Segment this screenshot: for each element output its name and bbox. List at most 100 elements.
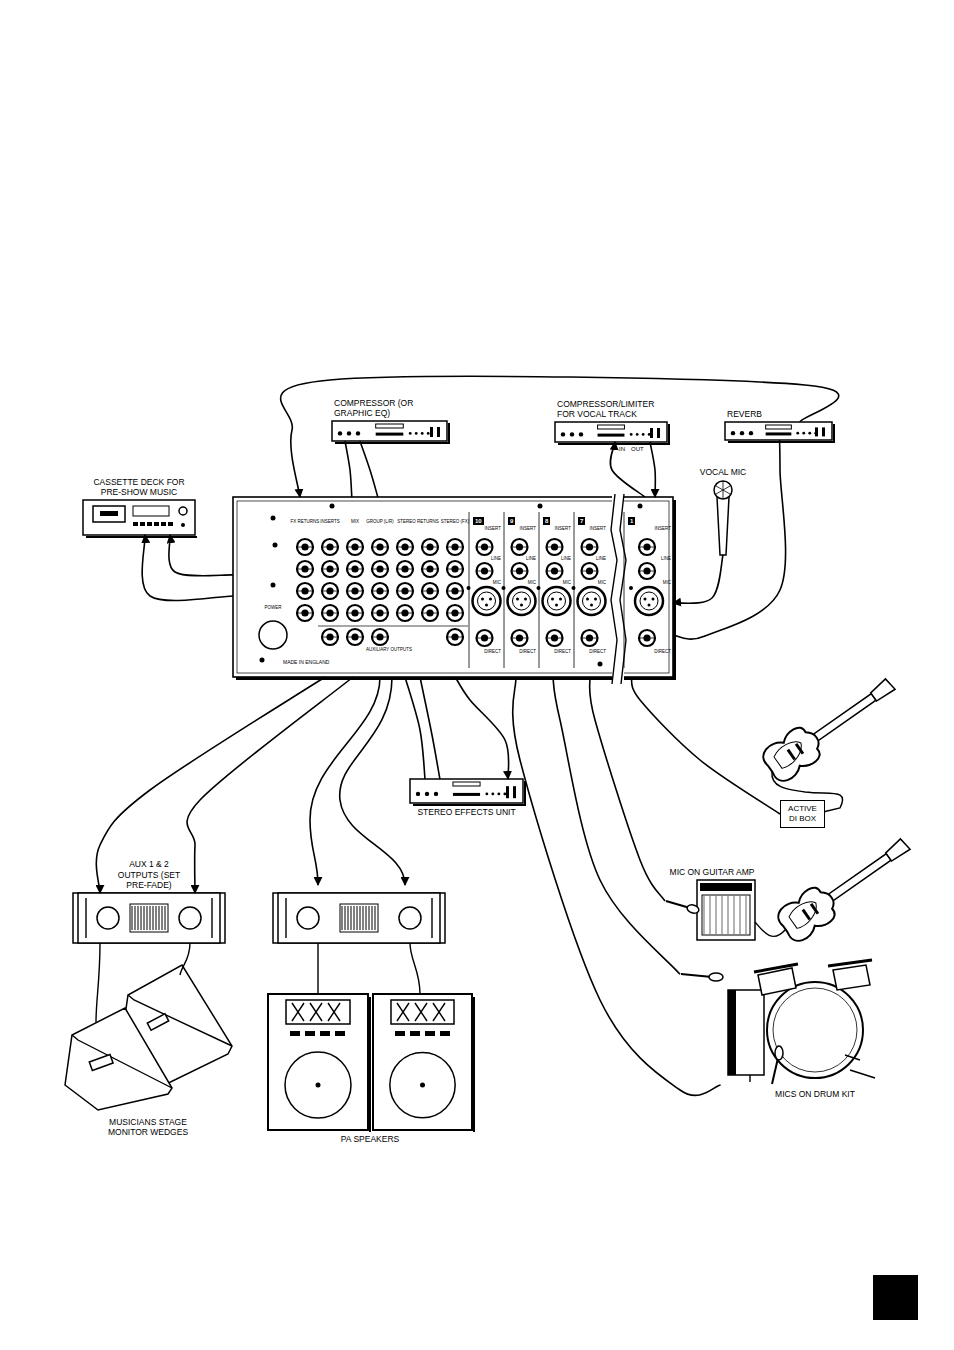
guitar-body xyxy=(774,881,843,945)
panel-label: STEREO (FX) xyxy=(441,520,470,525)
knob xyxy=(356,431,360,435)
grille-slot xyxy=(162,906,163,930)
cassette-window xyxy=(100,511,118,516)
panel-label: GROUP (L/R) xyxy=(366,520,394,525)
jack-socket xyxy=(447,561,463,577)
grille-slot xyxy=(348,906,349,930)
amp-body xyxy=(278,893,440,943)
jack-socket xyxy=(397,539,413,555)
grille-line xyxy=(728,896,729,934)
knob xyxy=(347,431,351,435)
switch xyxy=(650,428,653,438)
jack-socket xyxy=(447,583,463,599)
xlr-inner xyxy=(640,592,658,610)
display xyxy=(766,425,792,429)
cable-connector xyxy=(513,677,721,1095)
divider xyxy=(318,626,468,627)
grille-slot xyxy=(138,906,139,930)
jack-socket xyxy=(512,630,528,646)
grille-slot xyxy=(135,906,136,930)
screw xyxy=(638,504,643,509)
jack-socket xyxy=(512,539,528,555)
latch xyxy=(572,586,576,590)
pa-cable xyxy=(340,677,405,885)
amp-mic xyxy=(686,904,700,915)
mic-body xyxy=(717,497,729,555)
cymbal xyxy=(754,964,798,972)
compressor-limiter-unit xyxy=(555,422,670,444)
slider xyxy=(598,434,625,437)
grille-slot xyxy=(165,906,166,930)
reverb-unit xyxy=(725,422,835,442)
amp-cabinet xyxy=(697,880,755,940)
neck xyxy=(807,694,875,745)
jack-mark xyxy=(547,547,563,548)
jack-mark xyxy=(447,547,463,548)
unit-body xyxy=(725,422,832,440)
device-node: MIC ON GUITAR AMP xyxy=(665,880,755,940)
jack-socket xyxy=(547,563,563,579)
screw xyxy=(260,658,265,663)
grille-slot xyxy=(159,906,160,930)
grille-slot xyxy=(354,906,355,930)
slider xyxy=(453,793,480,796)
xlr-pin xyxy=(586,598,589,601)
vocal-mic xyxy=(714,481,732,555)
jack-mark xyxy=(639,571,655,572)
xlr-pin xyxy=(551,598,554,601)
jack-socket xyxy=(347,539,363,555)
cabinet xyxy=(373,994,472,1130)
port-label: OUT xyxy=(631,446,644,452)
vent xyxy=(335,1031,345,1036)
xlr-pin xyxy=(481,598,484,601)
rack-ears xyxy=(73,893,225,943)
grille-slot xyxy=(375,906,376,930)
stereo-effects-unit xyxy=(410,779,526,805)
screw xyxy=(598,662,603,667)
jack-socket xyxy=(639,539,655,555)
switch xyxy=(822,427,825,436)
screw xyxy=(273,543,278,548)
jack-mark xyxy=(322,613,338,614)
cabinet-side xyxy=(369,997,371,1132)
headstock xyxy=(869,678,895,702)
socket-label: INSERT xyxy=(590,527,606,532)
amp-body xyxy=(78,893,220,943)
jack-mark xyxy=(322,637,338,638)
meter xyxy=(399,907,421,929)
jack-socket xyxy=(297,539,313,555)
cable-connector xyxy=(405,677,425,779)
jack-mark xyxy=(372,569,388,570)
jack-mark xyxy=(512,571,528,572)
jack-mark xyxy=(297,569,313,570)
jack-mark xyxy=(347,591,363,592)
jack-mark xyxy=(322,591,338,592)
device-node: ACTIVE DI BOX xyxy=(780,800,825,828)
led xyxy=(181,523,185,527)
device-node: PA SPEAKERS xyxy=(268,994,472,1130)
jack-socket xyxy=(547,630,563,646)
xlr-pin xyxy=(516,598,519,601)
cable-connector xyxy=(673,440,786,639)
screw xyxy=(538,504,543,509)
device-node: COMPRESSOR/LIMITER FOR VOCAL TRACK xyxy=(555,422,667,442)
socket-label: LINE xyxy=(526,557,536,562)
woofer-cap xyxy=(316,1083,321,1088)
port-label: IN xyxy=(619,446,625,452)
channel-number: 8 xyxy=(543,517,550,525)
slider xyxy=(376,433,404,436)
device-label: CASSETTE DECK FOR PRE-SHOW MUSIC xyxy=(87,477,192,497)
rack-ears xyxy=(273,893,445,943)
latch xyxy=(537,586,541,590)
grille-slot xyxy=(363,906,364,930)
jack-socket xyxy=(297,561,313,577)
xlr-pin xyxy=(590,604,593,607)
grille-slot xyxy=(153,906,154,930)
jack-mark xyxy=(477,571,493,572)
button xyxy=(808,432,811,435)
grille-line xyxy=(740,896,741,934)
pa-amplifier xyxy=(273,893,445,943)
socket-label: LINE xyxy=(561,557,571,562)
grille-slot xyxy=(147,906,148,930)
